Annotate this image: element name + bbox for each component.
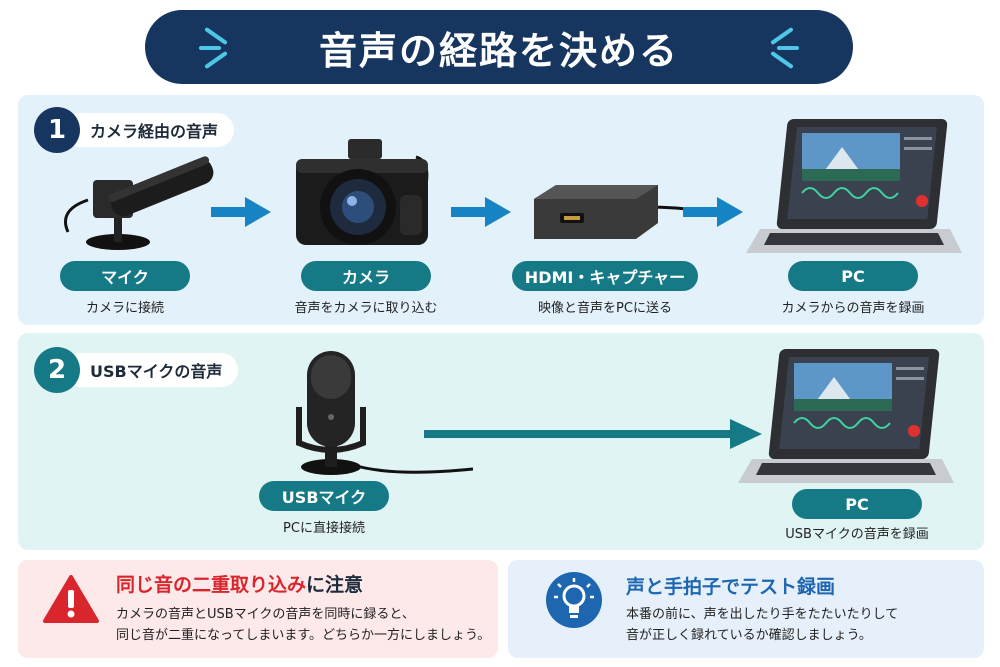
hdmi-capture-caption: 映像と音声をPCに送る — [538, 301, 672, 316]
tip-line: 音が正しく録れているか確認しましょう。 — [626, 628, 872, 643]
arrow-right-icon — [424, 419, 762, 449]
section-heading: 1 カメラ経由の音声 — [34, 105, 235, 155]
mic-label: マイク — [60, 261, 190, 291]
sparkle-icon — [777, 46, 799, 50]
record-dot-icon — [908, 425, 920, 437]
usb-mic-label: USBマイク — [259, 481, 389, 511]
step-number: 2 — [34, 347, 80, 393]
arrow-right-icon — [211, 197, 271, 227]
warning-title-suffix: に注意 — [306, 574, 364, 596]
lightbulb-icon — [546, 572, 602, 628]
title-banner: 音声の経路を決める — [145, 10, 853, 84]
warning-triangle-icon — [43, 575, 99, 623]
laptop-image — [738, 349, 954, 483]
laptop-image — [746, 119, 962, 253]
camera-route-panel: 1 カメラ経由の音声 — [18, 95, 984, 325]
pc-caption: カメラからの音声を録画 — [781, 301, 925, 316]
sparkle-icon — [204, 26, 228, 46]
section-heading: 2 USBマイクの音声 — [34, 345, 239, 395]
hdmi-capture-label: HDMI・キャプチャー — [512, 261, 698, 291]
pc-label: PC — [788, 261, 918, 291]
camera-label: カメラ — [301, 261, 431, 291]
tip-box: 声と手拍子でテスト録画 本番の前に、声を出したり手をたたいたりして 音が正しく録… — [508, 560, 984, 658]
warning-line: カメラの音声とUSBマイクの音声を同時に録ると、 — [116, 607, 415, 622]
arrow-right-icon — [683, 197, 743, 227]
page-title: 音声の経路を決める — [318, 28, 679, 73]
warning-line: 同じ音が二重になってしまいます。どちらか一方にしましょう。 — [116, 628, 491, 643]
pc-caption: USBマイクの音声を録画 — [785, 527, 929, 542]
sparkle-icon — [770, 50, 794, 70]
arrow-right-icon — [451, 197, 511, 227]
step-number: 1 — [34, 107, 80, 153]
mic-caption: カメラに接続 — [85, 301, 164, 316]
tip-text: 本番の前に、声を出したり手をたたいたりして 音が正しく録れているか確認しましょう… — [626, 604, 898, 646]
sparkle-icon — [770, 26, 794, 46]
section-title: カメラ経由の音声 — [64, 113, 235, 147]
warning-title-emphasis: 同じ音の二重取り込み — [116, 574, 307, 596]
camera-caption: 音声をカメラに取り込む — [294, 301, 438, 316]
section-title: USBマイクの音声 — [64, 353, 239, 387]
pc-label: PC — [792, 489, 922, 519]
sparkle-icon — [204, 50, 228, 70]
hdmi-capture-image — [534, 185, 705, 239]
record-dot-icon — [916, 195, 928, 207]
sparkle-icon — [199, 46, 221, 50]
camera-image — [296, 139, 429, 245]
warning-box: 同じ音の二重取り込みに注意 カメラの音声とUSBマイクの音声を同時に録ると、 同… — [18, 560, 498, 658]
warning-title: 同じ音の二重取り込みに注意 — [116, 570, 363, 597]
usb-mic-caption: PCに直接接続 — [283, 521, 365, 536]
warning-text: カメラの音声とUSBマイクの音声を同時に録ると、 同じ音が二重になってしまいます… — [116, 604, 490, 646]
tip-line: 本番の前に、声を出したり手をたたいたりして — [626, 607, 899, 622]
usb-mic-panel: 2 USBマイクの音声 USBマイク PCに直接接続 PC USBマイクの音声を… — [18, 333, 984, 550]
tip-title: 声と手拍子でテスト録画 — [626, 576, 836, 598]
usb-mic-image — [296, 351, 473, 475]
shotgun-mic-image — [64, 156, 214, 250]
